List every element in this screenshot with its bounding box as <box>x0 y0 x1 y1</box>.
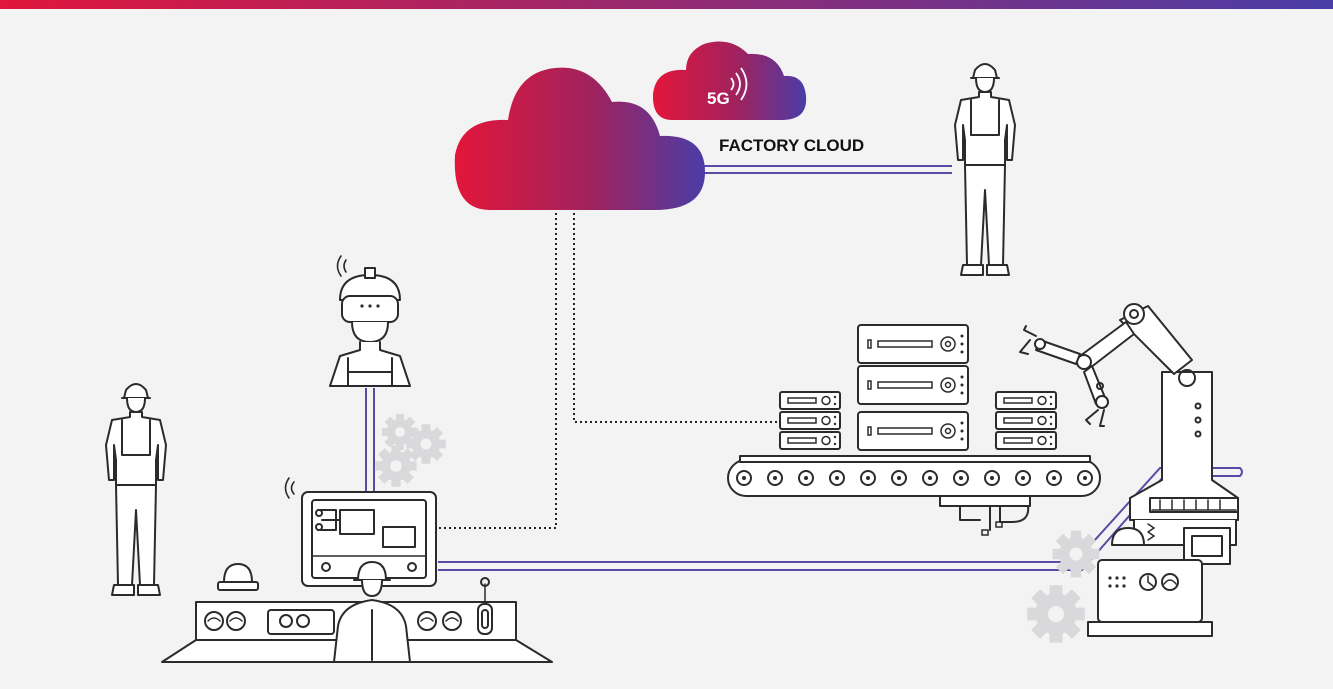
conveyor-roller <box>829 470 845 486</box>
vr-to-panel-link <box>365 388 375 492</box>
conveyor-roller <box>984 470 1000 486</box>
conveyor-roller <box>1015 470 1031 486</box>
wireless-signal-icon <box>336 255 347 277</box>
conveyor-roller <box>1046 470 1062 486</box>
cloud-to-servers-dotted-link <box>573 208 780 423</box>
conveyor-roller-hub <box>990 476 994 480</box>
top-gradient-bar <box>0 0 1333 9</box>
conveyor-roller <box>767 470 783 486</box>
server-rack-icon <box>779 324 1057 451</box>
conveyor-roller-hub <box>773 476 777 480</box>
conveyor-roller <box>860 470 876 486</box>
gear-icon <box>375 414 446 487</box>
worker-icon <box>954 63 1016 276</box>
warning-beacon-icon <box>217 563 259 591</box>
vr-headset-worker-icon <box>329 255 411 387</box>
conveyor-roller-hub <box>897 476 901 480</box>
wireless-signal-icon <box>284 477 295 499</box>
factory-cloud-icon <box>454 67 705 210</box>
conveyor-roller <box>922 470 938 486</box>
conveyor-roller <box>953 470 969 486</box>
cloud-to-worker-link <box>690 165 952 174</box>
panel-to-robot-link <box>438 467 1243 571</box>
conveyor-roller-hub <box>1083 476 1087 480</box>
robot-arm-icon <box>1019 303 1239 637</box>
operator-console-icon <box>161 561 553 663</box>
wireless-signal-icon <box>730 67 748 101</box>
conveyor-roller-hub <box>835 476 839 480</box>
5g-cloud-icon: 5G <box>652 41 807 120</box>
conveyor-roller-hub <box>959 476 963 480</box>
conveyor-roller-hub <box>1021 476 1025 480</box>
conveyor-roller-hub <box>742 476 746 480</box>
factory-cloud-label: FACTORY CLOUD <box>719 136 864 155</box>
conveyor-roller <box>736 470 752 486</box>
conveyor-roller <box>1077 470 1093 486</box>
worker-icon <box>105 383 167 596</box>
cloud-to-panel-dotted-link <box>438 208 557 529</box>
conveyor-roller-hub <box>804 476 808 480</box>
conveyor-belt-icon <box>727 455 1101 536</box>
conveyor-roller-hub <box>928 476 932 480</box>
conveyor-roller-hub <box>866 476 870 480</box>
conveyor-roller-hub <box>1052 476 1056 480</box>
conveyor-roller <box>891 470 907 486</box>
5g-label: 5G <box>707 89 730 108</box>
conveyor-roller <box>798 470 814 486</box>
